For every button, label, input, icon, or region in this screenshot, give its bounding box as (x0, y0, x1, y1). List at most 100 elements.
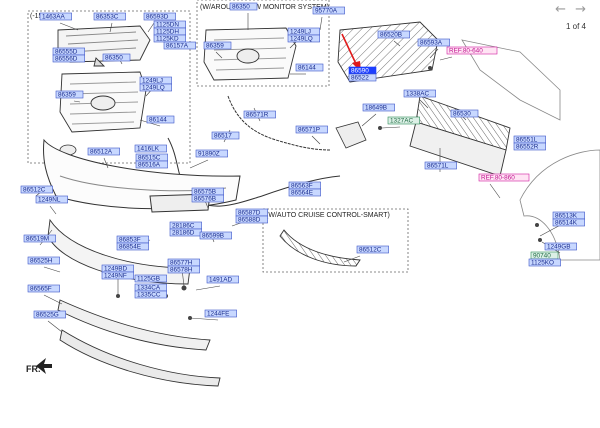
part-label-text: 86563F (291, 183, 313, 190)
part-label-p91890Z[interactable]: 91890Z (195, 149, 228, 158)
part-label-p1244FE[interactable]: 1244FE (204, 309, 237, 318)
part-label-pHighlight[interactable]: 86590 (348, 66, 377, 75)
part-label-text: 86587D (238, 210, 261, 217)
part-label-text: 1125DH (156, 29, 179, 36)
part-label-box (23, 234, 56, 243)
part-label-box (134, 144, 167, 153)
part-label-p1334CA[interactable]: 1334CA (134, 283, 167, 292)
part-label-p86571L[interactable]: 86571L (424, 161, 457, 170)
part-label-p1125DN[interactable]: 1125DN (153, 20, 186, 29)
part-label-p1335CC[interactable]: 1335CC (134, 290, 167, 299)
part-label-p86515C[interactable]: 86515C (135, 153, 168, 162)
part-label-p1249LQ[interactable]: 1249LQ (139, 83, 172, 92)
part-label-p86520B[interactable]: 86520B (377, 30, 410, 39)
part-label-text: 86516A (138, 162, 161, 169)
part-label-p86576B[interactable]: 86576B (191, 194, 224, 203)
part-label-p86853F[interactable]: 86853F (116, 235, 149, 244)
part-label-p1491AD[interactable]: 1491AD (206, 275, 239, 284)
part-label-ref2[interactable]: REF.80-860 (478, 173, 530, 182)
part-label-p86552R[interactable]: 86552R (513, 142, 546, 151)
part-label-p86575B[interactable]: 86575B (191, 187, 224, 196)
part-label-p86551L[interactable]: 86551L (513, 135, 546, 144)
part-label-p1249NL[interactable]: 1249NL (35, 195, 68, 204)
part-label-p86519M[interactable]: 86519M (23, 234, 56, 243)
part-label-p86512C_c[interactable]: 86512C (356, 245, 389, 254)
part-label-p1249NF[interactable]: 1249NF (101, 271, 134, 280)
part-label-p1463AA[interactable]: 1463AA (39, 12, 72, 21)
part-label-text: 86593D (146, 14, 169, 21)
part-label-p86157A[interactable]: 86157A (163, 41, 196, 50)
part-label-p86530[interactable]: 86530 (450, 109, 479, 118)
part-label-text: 1249LQ (290, 36, 313, 43)
part-label-p1249BD[interactable]: 1249BD (101, 264, 134, 273)
part-label-p86512C_l[interactable]: 86512C (20, 185, 53, 194)
part-label-m86359[interactable]: 86359 (203, 41, 232, 50)
prev-page-icon[interactable]: ← (555, 2, 566, 17)
leader-line (103, 157, 109, 169)
part-label-text: 86513K (555, 213, 578, 220)
part-label-p86513K[interactable]: 86513K (552, 211, 585, 220)
part-label-ref1[interactable]: REF.80-640 (446, 46, 498, 55)
part-label-m86350[interactable]: 86350 (229, 2, 258, 11)
part-label-p86353C[interactable]: 86353C (93, 12, 126, 21)
part-label-text: 28186D (172, 230, 195, 237)
part-label-p86512A[interactable]: 86512A (87, 147, 120, 156)
part-label-p86556D[interactable]: 86556D (52, 54, 85, 63)
part-label-p1125KD[interactable]: 1125KD (153, 34, 186, 43)
part-label-text: REF.80-860 (481, 175, 515, 182)
part-label-p1249GB[interactable]: 1249GB (544, 242, 577, 251)
part-label-m95770A[interactable]: 95770A (312, 6, 345, 15)
group-box-monitor-title: (W/AROUND VIEW MONITOR SYSTEM) (200, 4, 329, 11)
part-label-p86359[interactable]: 86359 (55, 90, 84, 99)
part-label-m1249LQ[interactable]: 1249LQ (287, 34, 320, 43)
part-label-m86144[interactable]: 86144 (295, 63, 324, 72)
part-label-p86144[interactable]: 86144 (146, 115, 175, 124)
part-label-text: REF.80-640 (449, 48, 483, 55)
next-page-icon[interactable]: → (575, 2, 586, 17)
fender-outline (519, 149, 600, 261)
part-label-p86565F[interactable]: 86565F (27, 284, 60, 293)
part-label-text: 86157A (166, 43, 189, 50)
part-label-p86599B[interactable]: 86599B (199, 231, 232, 240)
part-label-text: 86564E (291, 190, 313, 197)
part-label-p1338AC[interactable]: 1338AC (403, 89, 436, 98)
part-label-p86854E[interactable]: 86854E (116, 242, 149, 251)
part-label-p86516A[interactable]: 86516A (135, 160, 168, 169)
part-label-p1125DH[interactable]: 1125DH (153, 27, 186, 36)
leader-line (361, 113, 377, 127)
part-label-p86571P[interactable]: 86571P (295, 125, 328, 134)
part-label-p86517[interactable]: 86517 (211, 131, 240, 140)
part-label-p86593D[interactable]: 86593D (143, 12, 176, 21)
part-label-p86587D[interactable]: 86587D (235, 208, 268, 217)
part-label-p1416LK[interactable]: 1416LK (134, 144, 167, 153)
part-label-p86514K[interactable]: 86514K (552, 218, 585, 227)
part-label-p86522[interactable]: 86522 (348, 73, 377, 82)
part-label-p86564E[interactable]: 86564E (288, 188, 321, 197)
part-label-text: 86552R (516, 144, 539, 151)
part-label-p86588D[interactable]: 86588D (235, 215, 268, 224)
part-label-box (135, 160, 168, 169)
part-label-p86593A[interactable]: 86593A (417, 38, 450, 47)
part-label-m1249LJ[interactable]: 1249LJ (287, 27, 320, 36)
part-label-p1125KO[interactable]: 1125KO (528, 258, 561, 267)
part-label-p86525H[interactable]: 86525H (27, 256, 60, 265)
part-label-text: 86514K (555, 220, 578, 227)
part-label-p18649B[interactable]: 18649B (362, 103, 395, 112)
part-label-p86350[interactable]: 86350 (102, 53, 131, 62)
part-label-p86555D[interactable]: 86555D (52, 47, 85, 56)
part-label-p86577H[interactable]: 86577H (167, 258, 200, 267)
part-label-p1125GB[interactable]: 1125GB (134, 274, 167, 283)
part-label-p86525G[interactable]: 86525G (33, 310, 66, 319)
part-label-box (143, 12, 176, 21)
part-label-p86563F[interactable]: 86563F (288, 181, 321, 190)
part-label-p86578H[interactable]: 86578H (167, 265, 200, 274)
part-label-p90740[interactable]: 90740 (530, 251, 559, 260)
part-label-text: 86519M (26, 236, 49, 243)
leader-line (429, 48, 439, 59)
part-label-p86571R[interactable]: 86571R (243, 110, 276, 119)
part-label-p28186C[interactable]: 28186C (169, 221, 202, 230)
part-label-p1327AC[interactable]: 1327AC (387, 116, 420, 125)
part-label-p28186D[interactable]: 28186D (169, 228, 202, 237)
part-label-p1249LJ[interactable]: 1249LJ (139, 76, 172, 85)
